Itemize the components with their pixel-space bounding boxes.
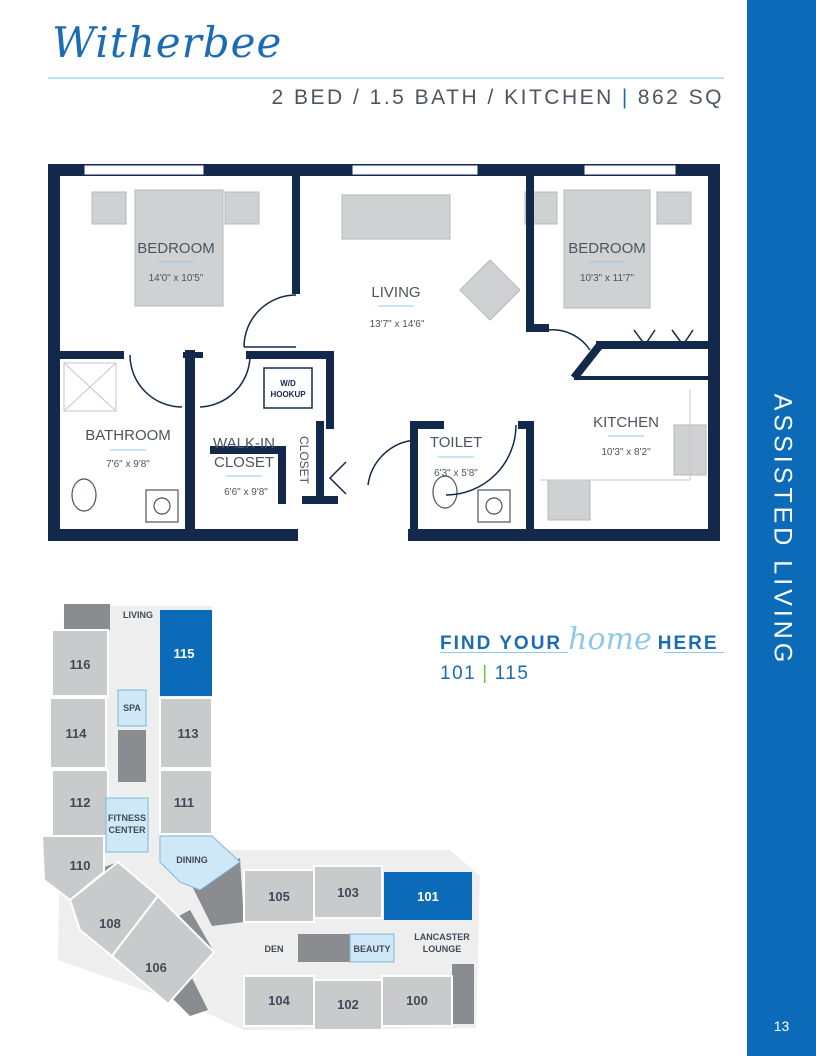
den-label: DEN <box>264 944 283 954</box>
armchair <box>459 259 521 321</box>
unit-115-label: 115 <box>174 646 195 661</box>
fitness-area <box>105 797 149 853</box>
room-dims-toilet: 6'3" x 5'8" <box>434 468 478 479</box>
page-number: 13 <box>773 1018 790 1034</box>
sidebar-band <box>747 0 816 1056</box>
dining-label: DINING <box>176 855 208 865</box>
kitchen-table <box>547 479 591 521</box>
unit-115 <box>160 610 212 696</box>
unit-105-label: 105 <box>268 889 290 904</box>
spa-label: SPA <box>123 703 141 713</box>
unit-102 <box>313 979 383 1031</box>
beauty-area <box>349 933 395 963</box>
unit-114-label: 114 <box>66 726 88 741</box>
fitness-label-2: CENTER <box>108 825 146 835</box>
square-footage: 862 SQ <box>637 86 724 109</box>
room-underlines <box>110 261 644 477</box>
bed-2 <box>563 189 651 309</box>
unit-113 <box>159 697 213 769</box>
room-name-bedroom-2: BEDROOM <box>568 240 646 257</box>
room-dims-bedroom-1: 14'0" x 10'5" <box>149 273 204 284</box>
nightstand-1a <box>91 191 127 225</box>
wd-label-2: HOOKUP <box>270 390 306 399</box>
room-name-walkin: WALK-IN <box>213 435 275 452</box>
room-dims-bathroom: 7'6" x 9'8" <box>106 459 150 470</box>
title-divider <box>48 77 724 79</box>
shower <box>63 362 117 412</box>
room-name-toilet: TOILET <box>430 434 482 451</box>
room-name-bedroom-1: BEDROOM <box>137 240 215 257</box>
bed-1 <box>134 189 224 307</box>
unit-102-label: 102 <box>337 997 359 1012</box>
toilet-1 <box>71 478 97 512</box>
unit-104-label: 104 <box>268 993 290 1008</box>
unit-116 <box>51 629 109 697</box>
nightstand-1b <box>224 191 260 225</box>
room-dims-walkin: 6'6" x 9'8" <box>224 487 268 498</box>
site-map: 116 115 114 113 112 111 110 108 106 105 … <box>40 604 480 1031</box>
closet-label: CLOSET <box>297 436 311 485</box>
beauty-label: BEAUTY <box>353 944 390 954</box>
kitchen-counter <box>540 390 691 481</box>
unit-106-label: 106 <box>145 960 167 975</box>
fyh-script-word: home <box>568 622 652 657</box>
room-name-closet: CLOSET <box>214 454 274 471</box>
floor-plan: W/D HOOKUP BEDROOM 14'0" x 10'5" LIVING … <box>48 164 720 541</box>
unit-100-label: 100 <box>406 993 428 1008</box>
fyh-underline-left <box>440 652 568 653</box>
plan-title: Witherbee <box>52 18 283 67</box>
beds-baths-label: 2 BED / 1.5 BATH / KITCHEN <box>271 86 614 109</box>
unit-115-link: 115 <box>494 663 530 684</box>
unit-101-link: 101 <box>440 663 477 684</box>
unit-113-label: 113 <box>178 726 199 741</box>
unit-106 <box>110 894 216 1006</box>
windows <box>83 164 677 176</box>
room-dims-kitchen: 10'3" x 8'2" <box>601 447 651 458</box>
toilet-2 <box>432 475 458 509</box>
unit-103-label: 103 <box>337 885 359 900</box>
specs-separator: | <box>621 86 630 109</box>
fyh-prefix: FIND YOUR <box>440 633 563 654</box>
unit-108-label: 108 <box>99 916 121 931</box>
wd-label-1: W/D <box>280 379 296 388</box>
unit-111-label: 111 <box>174 795 194 810</box>
unit-104 <box>243 975 315 1027</box>
nightstand-2b <box>656 191 692 225</box>
wd-hookup <box>263 367 313 409</box>
fitness-label-1: FITNESS <box>108 813 146 823</box>
room-name-living: LIVING <box>371 284 420 301</box>
room-name-bathroom: BATHROOM <box>85 427 171 444</box>
spa-area <box>117 689 147 727</box>
available-units: 101|115 <box>440 663 529 685</box>
door-swings <box>129 294 694 496</box>
fyh-suffix: HERE <box>657 633 719 654</box>
unit-100 <box>381 975 453 1027</box>
dining-area <box>159 835 241 891</box>
sofa <box>341 194 451 240</box>
unit-110-label: 110 <box>70 858 91 873</box>
unit-101 <box>384 872 472 920</box>
unit-112-label: 112 <box>70 795 91 810</box>
lancaster-label-1: LANCASTER <box>414 932 470 942</box>
fyh-underline-right <box>664 652 724 653</box>
unit-111 <box>159 769 213 835</box>
unit-112 <box>51 769 109 837</box>
plan-specs: 2 BED / 1.5 BATH / KITCHEN | 862 SQ <box>271 86 724 110</box>
sidebar-label: ASSISTED LIVING <box>768 393 796 667</box>
unit-116-label: 116 <box>70 657 91 672</box>
sidebar-label-wrap: ASSISTED LIVING <box>747 0 816 1056</box>
unit-103 <box>313 865 383 919</box>
lancaster-label-2: LOUNGE <box>423 944 462 954</box>
living-label: LIVING <box>123 610 153 620</box>
unit-114 <box>49 697 107 769</box>
unit-101-label: 101 <box>417 889 439 904</box>
room-dims-bedroom-2: 10'3" x 11'7" <box>580 273 635 284</box>
units-separator: | <box>482 663 489 684</box>
room-dims-living: 13'7" x 14'6" <box>370 319 425 330</box>
room-name-kitchen: KITCHEN <box>593 414 659 431</box>
